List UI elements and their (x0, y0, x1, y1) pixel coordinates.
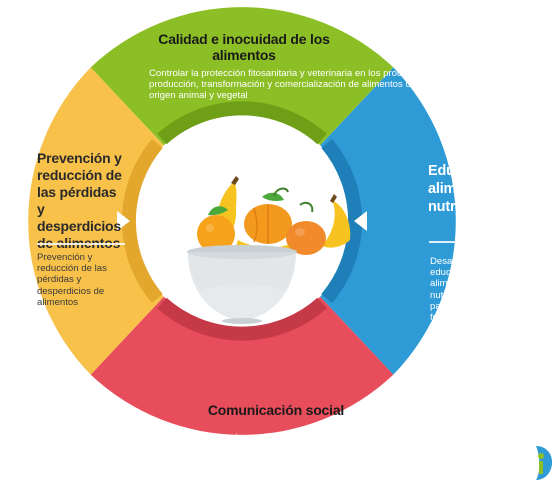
segment-left-divider (37, 243, 125, 245)
segment-right-title: Educación alimentaria y nutricional (428, 163, 515, 215)
segment-right (320, 67, 456, 375)
arrow-left (117, 211, 130, 231)
segment-bottom-body: Conjunto de acciones de información, cap… (166, 432, 432, 466)
segment-left-body: Prevención y reducción de las pérdidas y… (37, 252, 107, 308)
segment-top-body: Controlar la protección fitosanitaria y … (149, 68, 436, 102)
rim-bottom (157, 297, 327, 341)
segment-top-title: Calidad e inocuidad de los alimentos (158, 31, 330, 63)
segment-right-divider (429, 241, 513, 243)
fruit-bowl-image (187, 176, 351, 324)
segment-bottom-title: Comunicación social (207, 402, 345, 418)
segment-right-body: Desarrollar la educación alimentaria y n… (430, 256, 507, 357)
logo-icon (536, 446, 553, 480)
arrow-right (354, 211, 367, 231)
segment-top (90, 7, 394, 146)
rim-top (157, 101, 327, 145)
segment-bottom (90, 296, 394, 435)
segment-left-title: Prevención y reducción de las pérdidas y… (37, 150, 122, 251)
segment-left (28, 67, 164, 375)
center-disc (138, 117, 346, 325)
